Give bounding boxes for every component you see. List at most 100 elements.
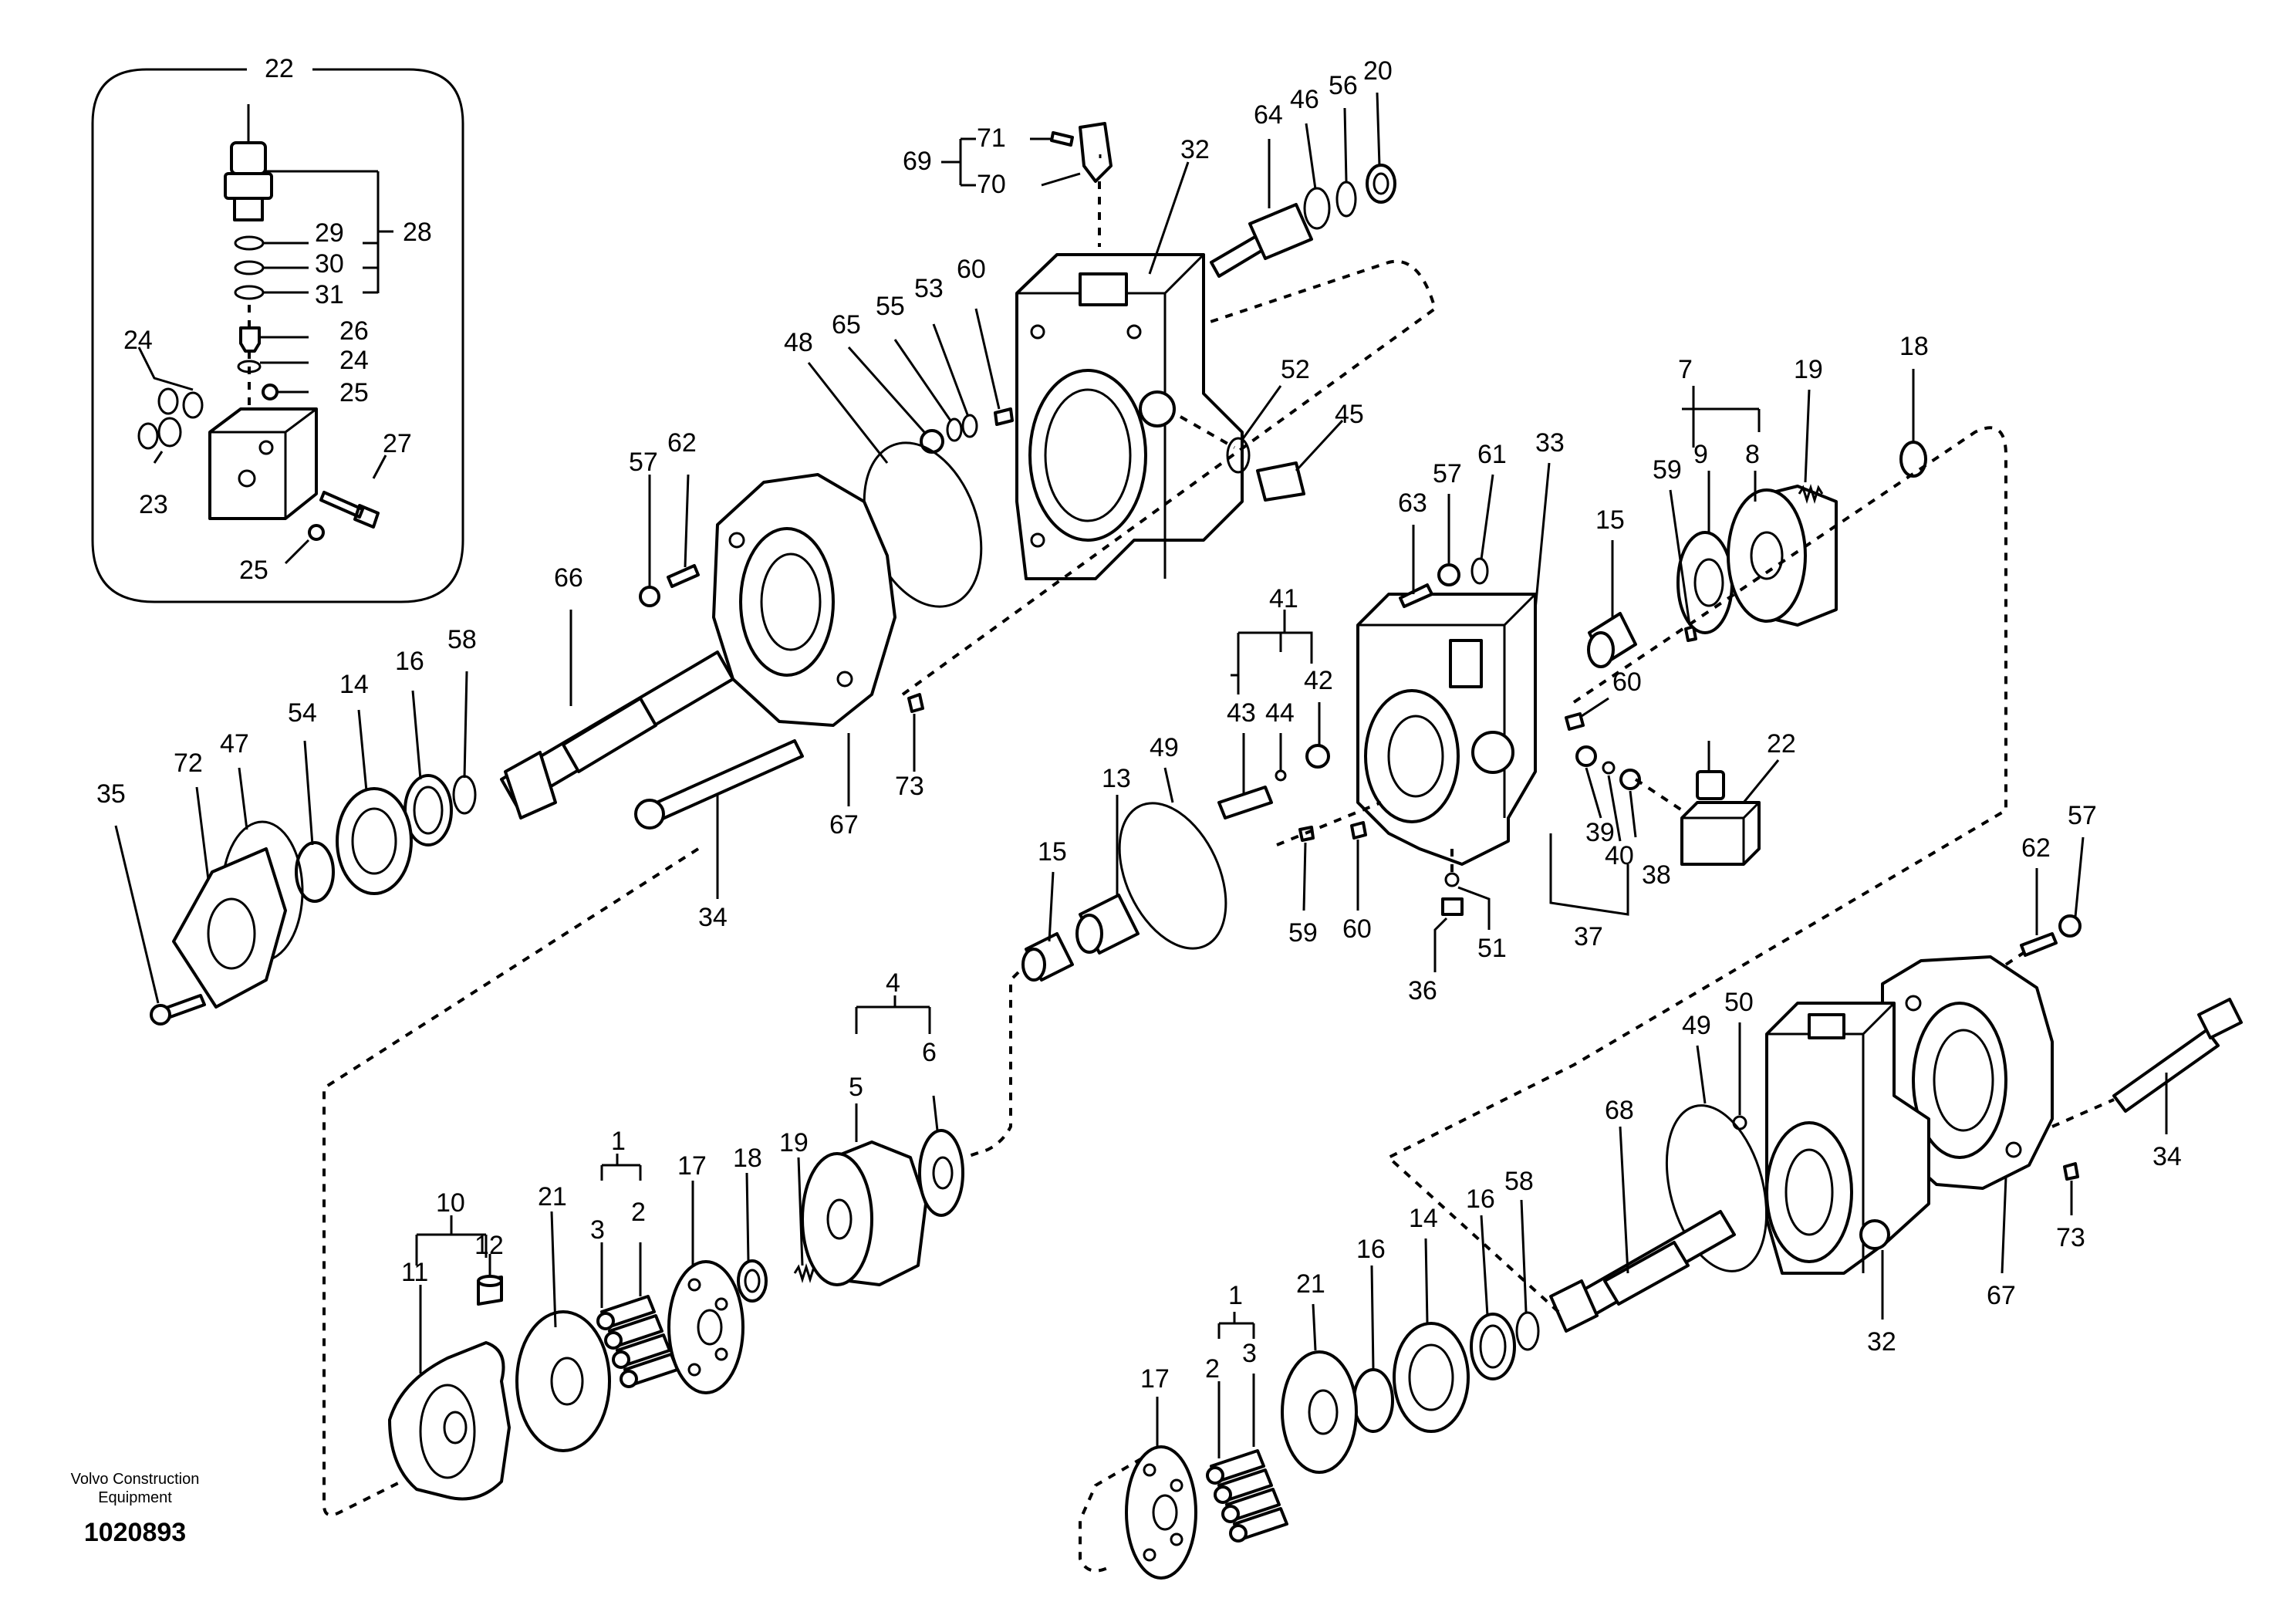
callout-label: 21	[538, 1182, 567, 1211]
callout-label: 12	[474, 1231, 504, 1260]
callout-label: 69	[903, 147, 932, 176]
callout-label: 64	[1254, 100, 1283, 130]
o-ring-icon	[1226, 437, 1251, 474]
cylinder-block-icon	[801, 1140, 927, 1286]
bearing-icon	[1393, 1322, 1470, 1433]
bracket-icon	[1079, 122, 1113, 183]
callout-label: 34	[698, 903, 728, 932]
callout-label: 62	[667, 428, 697, 458]
pin-icon	[1217, 786, 1273, 819]
callout-label: 68	[1605, 1096, 1634, 1125]
callout-label: 67	[829, 810, 859, 840]
callout-label: 51	[1477, 934, 1507, 963]
bolt-icon	[319, 491, 380, 529]
callout-label: 25	[239, 556, 268, 585]
callout-label: 18	[1899, 332, 1929, 361]
set-screw-icon	[667, 564, 700, 588]
drive-shaft-icon	[1549, 1210, 1736, 1333]
callout-label: 7	[1678, 355, 1693, 384]
set-screw-icon	[2020, 932, 2058, 957]
bushing-icon	[1366, 164, 1396, 204]
thrust-plate-icon	[515, 1310, 611, 1452]
callout-label: 22	[265, 54, 294, 83]
callout-label: 49	[1150, 733, 1179, 762]
snap-ring-icon	[1515, 1311, 1540, 1351]
retainer-plate-icon	[1125, 1445, 1197, 1580]
callout-label: 54	[288, 698, 317, 728]
solenoid-sensor-icon	[224, 104, 273, 221]
bushing-icon	[737, 1259, 768, 1303]
callout-label: 1	[1228, 1281, 1243, 1310]
callout-label: 52	[1281, 355, 1310, 384]
o-ring-icon	[237, 360, 262, 373]
callout-label: 2	[1205, 1354, 1220, 1384]
front-cover-icon	[712, 473, 896, 727]
o-ring-icon	[1118, 802, 1227, 950]
callout-label: 16	[395, 647, 424, 676]
callout-label: 16	[1466, 1184, 1495, 1214]
pin-icon	[1565, 712, 1585, 731]
callout-label: 22	[1767, 729, 1796, 759]
o-ring-icon	[1303, 187, 1331, 230]
callout-label: 19	[779, 1128, 809, 1157]
callout-label: 13	[1102, 764, 1131, 793]
nut-icon	[639, 586, 660, 607]
drawing-footer: Volvo Construction Equipment 1020893	[46, 1470, 224, 1548]
callout-label: 6	[922, 1038, 937, 1067]
bolt-icon	[1050, 131, 1074, 147]
callout-label: 53	[914, 274, 944, 303]
brand-line-1: Volvo Construction	[70, 1471, 200, 1488]
callout-label: 61	[1477, 440, 1507, 469]
callout-label: 67	[1987, 1281, 2016, 1310]
nut-icon	[1437, 563, 1460, 586]
swash-plate-icon	[388, 1341, 511, 1501]
snap-ring-icon	[1335, 181, 1357, 218]
callout-label: 26	[339, 316, 369, 346]
callout-label: 41	[1269, 584, 1298, 613]
callout-label: 36	[1408, 976, 1437, 1005]
cylinder-block-icon	[1727, 485, 1838, 627]
callout-label: 21	[1296, 1269, 1325, 1299]
callout-label: 39	[1585, 818, 1615, 847]
callout-label: 58	[447, 625, 477, 654]
callout-label: 44	[1265, 698, 1295, 728]
plug-icon	[1256, 461, 1305, 502]
callout-label: 34	[2152, 1142, 2182, 1171]
callout-label: 48	[784, 328, 813, 357]
drawing-number: 1020893	[83, 1518, 187, 1547]
callout-label: 55	[876, 292, 905, 321]
callout-label: 3	[1242, 1339, 1257, 1368]
plug-icon	[1441, 897, 1464, 916]
spring-icon	[1798, 483, 1824, 505]
callout-label: 14	[1409, 1204, 1438, 1233]
callout-label: 23	[139, 490, 168, 519]
lower-left-rotating-group: 10 11 12 21 1 3 2 17 18 19 4 5 6	[388, 968, 964, 1501]
callout-label: 49	[1682, 1011, 1711, 1040]
bearing-icon	[336, 787, 413, 895]
orifice-icon	[1444, 872, 1460, 887]
callout-label: 20	[1363, 56, 1393, 86]
callout-label: 15	[1038, 837, 1067, 867]
plunger-icon	[1210, 203, 1313, 278]
callout-label: 17	[1140, 1364, 1170, 1394]
orifice-icon	[308, 524, 325, 541]
callout-label: 50	[1724, 988, 1754, 1017]
snap-ring-icon	[452, 775, 477, 815]
valve-plate-icon	[1676, 531, 1734, 634]
callout-label: 17	[677, 1151, 707, 1181]
thrust-plate-icon	[1281, 1350, 1358, 1474]
bushing-icon	[1899, 441, 1927, 478]
callout-label: 18	[733, 1144, 762, 1173]
pin-icon	[907, 693, 924, 713]
seal-set-icon	[137, 387, 204, 450]
callout-label: 60	[1342, 914, 1372, 944]
o-ring-icon	[1470, 557, 1489, 585]
callout-label: 32	[1867, 1327, 1896, 1357]
callout-label: 60	[957, 255, 986, 284]
callout-label: 40	[1605, 841, 1634, 870]
callout-label: 59	[1653, 455, 1682, 485]
callout-label: 25	[339, 378, 369, 407]
retainer-plate-icon	[667, 1260, 745, 1394]
callout-label: 57	[629, 448, 658, 477]
callout-label: 70	[977, 170, 1006, 199]
